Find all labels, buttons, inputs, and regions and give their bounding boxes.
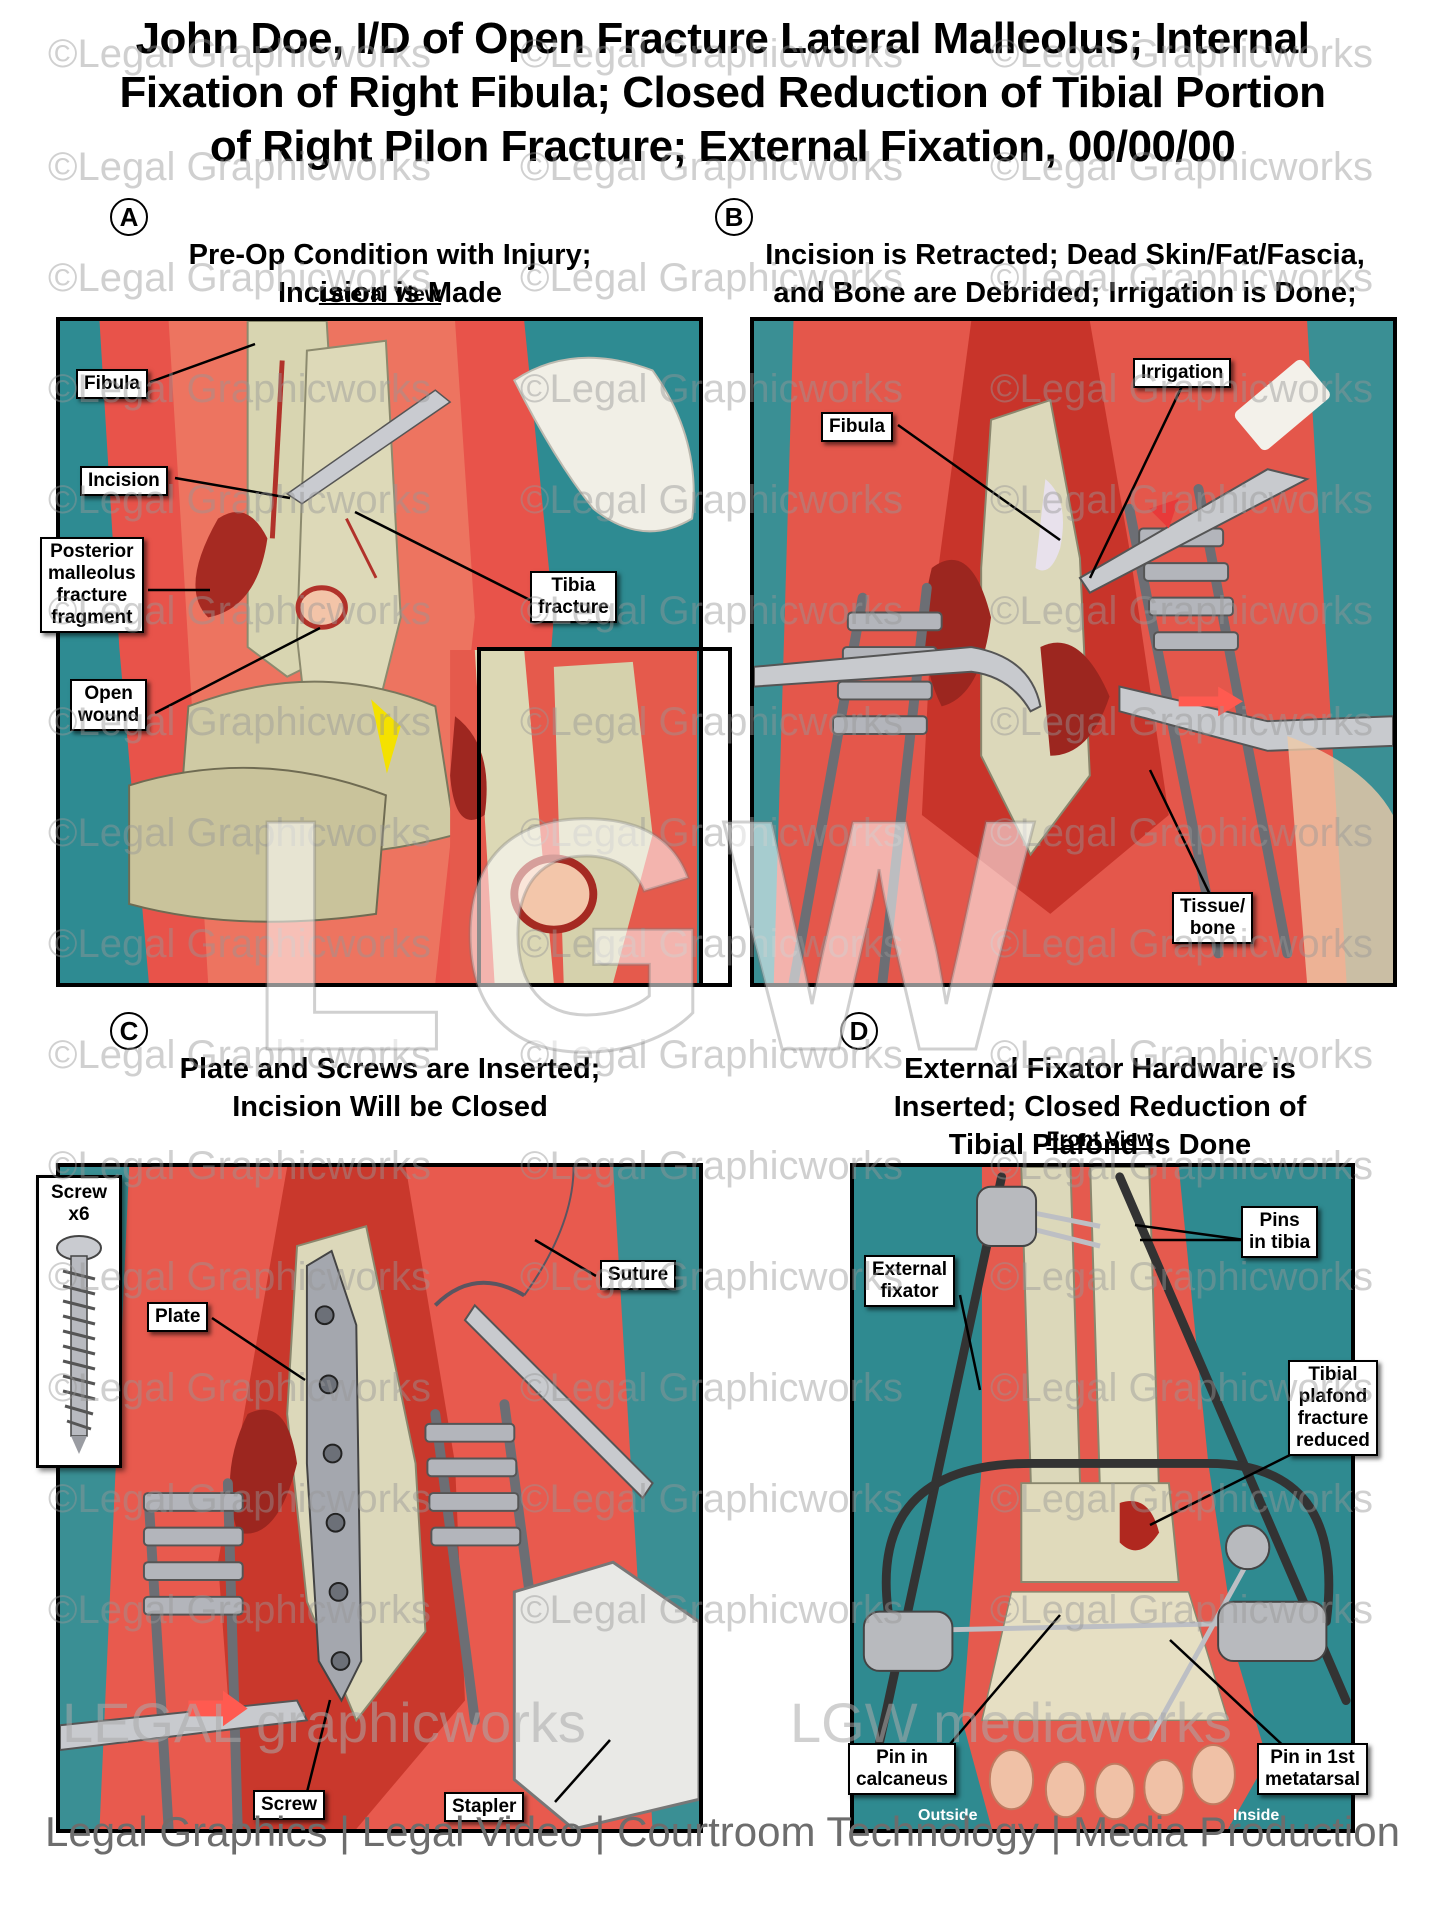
title-line-2: Fixation of Right Fibula; Closed Reducti… — [119, 68, 1326, 117]
brand-watermark-legal: LEGAL graphicworks — [62, 1691, 586, 1754]
panel-a-letter: A — [110, 198, 148, 236]
label-fibula-b: Fibula — [821, 412, 893, 442]
panel-b-title-line-1: Incision is Retracted; Dead Skin/Fat/Fas… — [765, 239, 1365, 271]
panel-d-title-line-1: External Fixator Hardware is — [904, 1053, 1296, 1085]
brand-watermark-media: LGW mediaworks — [790, 1691, 1232, 1754]
panel-d-letter: D — [840, 1012, 878, 1050]
footer-tagline: Legal Graphics | Legal Video | Courtroom… — [45, 1808, 1400, 1855]
label-pin-metatarsal: Pin in 1st metatarsal — [1257, 1743, 1369, 1795]
panel-d-title-line-2: Inserted; Closed Reduction of — [893, 1091, 1307, 1123]
label-tibia-fracture: Tibia fracture — [530, 571, 617, 623]
label-posterior-malleolus: Posterior malleolus fracture fragment — [40, 537, 144, 633]
panel-b-title-line-2: and Bone are Debrided; Irrigation is Don… — [773, 277, 1357, 309]
label-open-wound: Open wound — [70, 679, 148, 731]
panel-b-letter: B — [715, 198, 753, 236]
panel-d-view: Front View — [1046, 1128, 1154, 1151]
panel-c-title: C Plate and Screws are Inserted; Incision… — [110, 1012, 670, 1126]
panel-a-title-line-2: Incision is Made — [278, 277, 502, 309]
label-external-fixator: External fixator — [864, 1255, 955, 1307]
panel-a-inset-frame — [477, 647, 732, 987]
panel-a-view: Lateral View — [318, 283, 442, 306]
title-line-1: John Doe, I/D of Open Fracture Lateral M… — [135, 14, 1310, 63]
label-tibial-plafond: Tibial plafond fracture reduced — [1288, 1360, 1378, 1456]
panel-d-title: D External Fixator Hardware is Inserted; … — [840, 1012, 1360, 1164]
panel-c-letter: C — [110, 1012, 148, 1050]
label-outside: Outside — [918, 1807, 978, 1824]
panel-c-title-line-2: Incision Will be Closed — [232, 1091, 548, 1123]
label-irrigation: Irrigation — [1133, 358, 1232, 388]
screw-icon — [56, 1235, 102, 1454]
label-pins-tibia: Pins in tibia — [1241, 1206, 1319, 1258]
label-screw-x6: Screw x6 — [51, 1182, 107, 1225]
label-tissue-bone: Tissue/ bone — [1172, 892, 1254, 944]
main-title: John Doe, I/D of Open Fracture Lateral M… — [20, 12, 1425, 174]
label-incision: Incision — [80, 466, 168, 496]
label-plate: Plate — [147, 1302, 209, 1332]
panel-b-title: B Incision is Retracted; Dead Skin/Fat/Fa… — [715, 198, 1415, 350]
screw-x6-box: Screw x6 — [36, 1175, 122, 1468]
label-pin-calcaneus: Pin in calcaneus — [848, 1743, 956, 1795]
panel-d-title-line-3: Tibial Plafond is Done — [948, 1129, 1252, 1161]
label-stapler: Stapler — [444, 1792, 525, 1822]
label-fibula-a: Fibula — [76, 369, 148, 399]
title-line-3: of Right Pilon Fracture; External Fixati… — [209, 122, 1236, 171]
panel-a-title: A Pre-Op Condition with Injury; Incision … — [110, 198, 670, 312]
panel-a-title-line-1: Pre-Op Condition with Injury; — [188, 239, 592, 271]
label-suture: Suture — [600, 1260, 677, 1290]
panel-c-title-line-1: Plate and Screws are Inserted; — [179, 1053, 601, 1085]
label-inside: Inside — [1233, 1807, 1280, 1824]
